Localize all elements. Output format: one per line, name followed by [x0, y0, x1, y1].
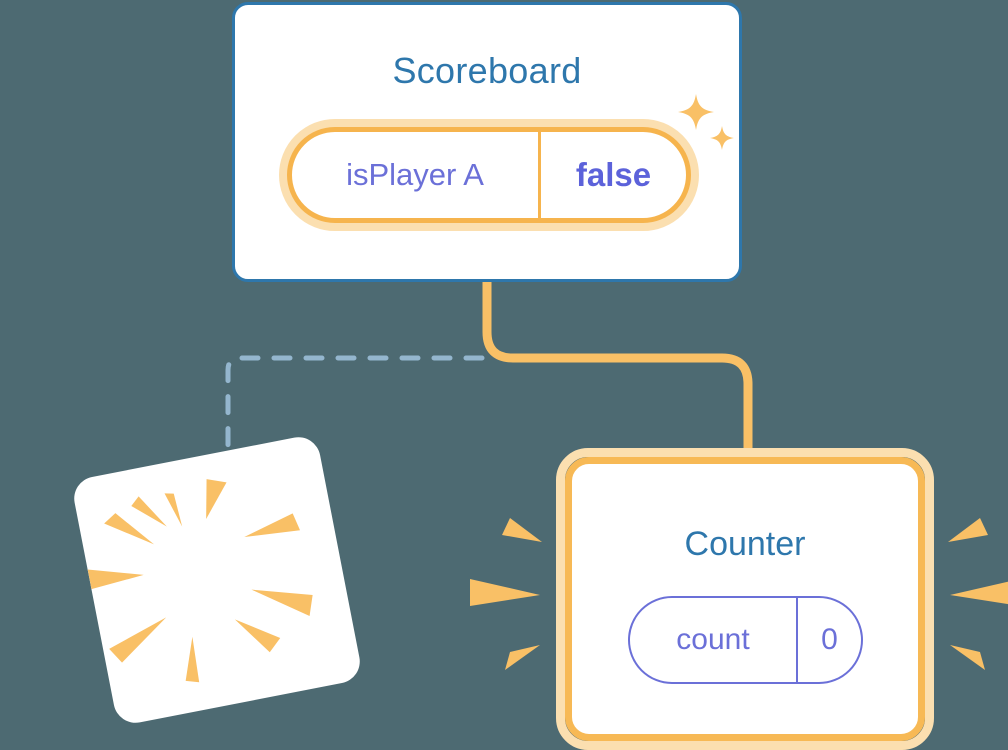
counter-ray-right-mid — [950, 581, 1008, 605]
scoreboard-state-key: isPlayer A — [346, 157, 484, 192]
burst-ray-n — [164, 493, 183, 527]
pill-highlight-halo — [279, 119, 699, 231]
counter-card-inner: Counter count 0 — [565, 457, 925, 741]
counter-title: Counter — [684, 525, 806, 563]
counter-ray-left-top — [502, 518, 542, 542]
sparkle-small-icon — [710, 126, 734, 150]
pill-divider — [538, 132, 541, 218]
burst-ray-s — [185, 636, 200, 683]
pill-body[interactable]: isPlayer A false — [287, 127, 691, 223]
burst-ray-ene — [244, 513, 301, 538]
ghost-card-burst — [87, 479, 313, 683]
sparkle-group — [678, 94, 734, 150]
counter-ray-left-mid — [470, 579, 540, 606]
connector-scoreboard-to-counter — [482, 282, 753, 470]
burst-rays — [87, 479, 313, 683]
counter-burst-left — [470, 518, 542, 670]
burst-ray-w — [87, 569, 144, 590]
scoreboard-card[interactable]: Scoreboard isPlayer A false — [232, 2, 742, 282]
sparkle-large-icon — [678, 94, 714, 130]
counter-state-pill[interactable]: count 0 — [628, 596, 863, 684]
counter-ray-right-bottom — [950, 645, 985, 670]
burst-ray-wnw — [104, 513, 155, 545]
burst-ray-ssw — [109, 617, 167, 663]
scoreboard-title: Scoreboard — [392, 50, 582, 91]
counter-card[interactable]: Counter count 0 — [556, 448, 934, 750]
counter-burst-right — [948, 518, 1008, 670]
ghost-card[interactable] — [70, 433, 364, 727]
burst-ray-nne — [206, 479, 227, 519]
scoreboard-state-value: false — [575, 156, 652, 193]
burst-ray-sse — [234, 619, 281, 653]
burst-ray-ese — [251, 589, 313, 616]
counter-state-value: 0 — [821, 623, 838, 656]
burst-ray-nnw — [131, 496, 167, 527]
counter-state-key: count — [676, 623, 750, 656]
scoreboard-state-pill[interactable]: isPlayer A false — [279, 119, 699, 231]
counter-pill-divider — [796, 598, 798, 682]
counter-ray-left-bottom — [505, 645, 540, 670]
counter-ray-right-top — [948, 518, 988, 542]
